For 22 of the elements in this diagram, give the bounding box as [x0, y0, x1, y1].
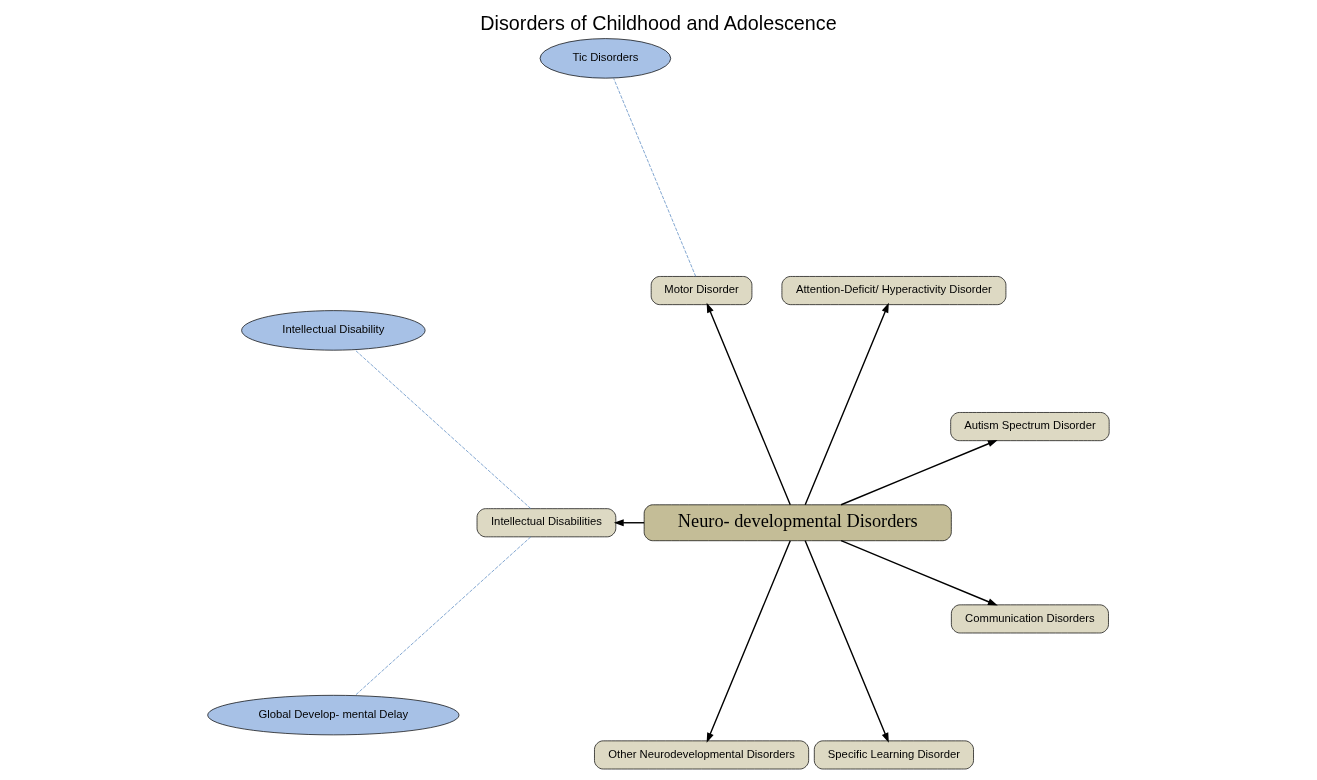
- connector: [613, 78, 697, 277]
- connector: [354, 349, 532, 509]
- node-ellipse: Intellectual Disability: [241, 310, 426, 351]
- arrow: [706, 540, 791, 743]
- connector: [354, 536, 532, 696]
- node-box: Attention-Deficit/ Hyperactivity Disorder: [781, 276, 1007, 305]
- node-box: Autism Spectrum Disorder: [950, 412, 1110, 441]
- arrow: [613, 519, 645, 527]
- arrow: [804, 540, 889, 743]
- arrow: [840, 439, 998, 506]
- node-ellipse: Global Develop- mental Delay: [207, 694, 460, 736]
- node-ellipse: Tic Disorders: [539, 38, 672, 79]
- arrow: [840, 540, 998, 606]
- arrow: [706, 302, 791, 506]
- node-box: Communication Disorders: [951, 604, 1109, 634]
- arrow: [804, 302, 889, 506]
- node-box: Specific Learning Disorder: [813, 740, 974, 770]
- node-box: Neuro- developmental Disorders: [643, 504, 952, 542]
- diagram-title: Disorders of Childhood and Adolescence: [480, 11, 837, 34]
- node-box: Motor Disorder: [650, 276, 753, 305]
- node-box: Intellectual Disabilities: [476, 508, 617, 538]
- node-box: Other Neurodevelopmental Disorders: [594, 740, 809, 770]
